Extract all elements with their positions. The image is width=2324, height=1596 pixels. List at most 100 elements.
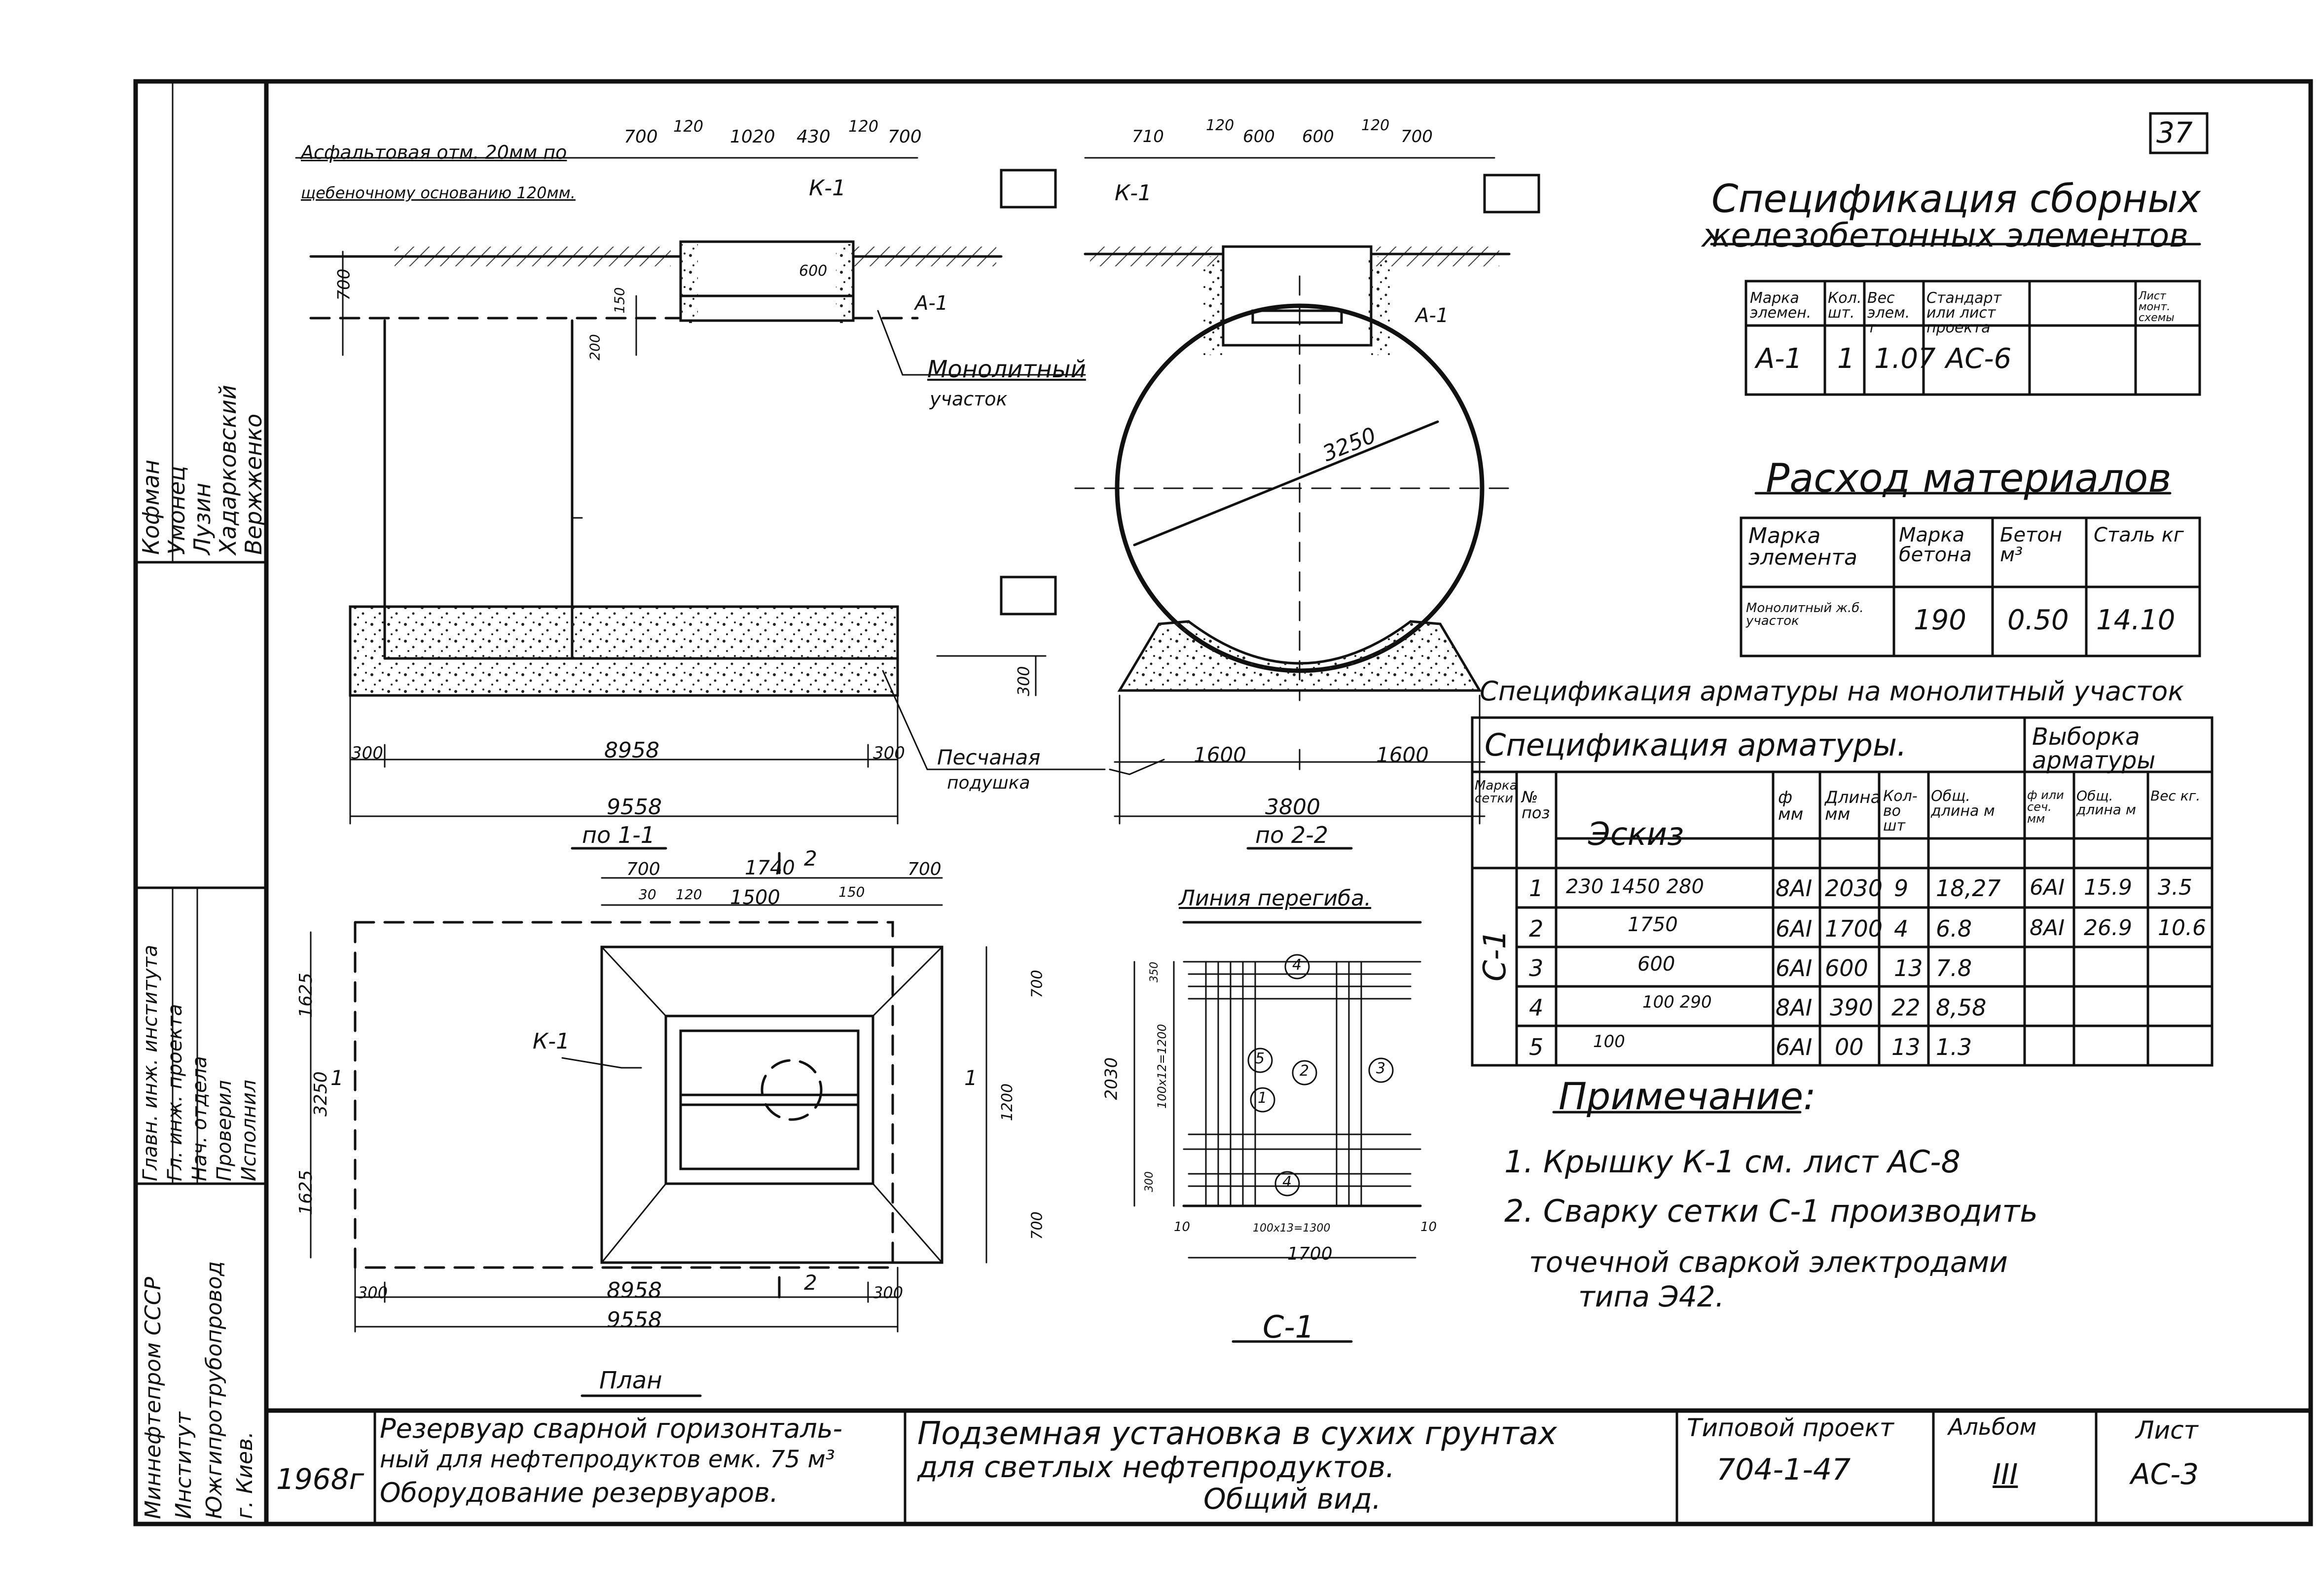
name-entry: Хадарковский bbox=[215, 385, 241, 555]
note-line: типа Э42. bbox=[1578, 1280, 1725, 1313]
rebar-h8: Общ. длина м bbox=[2076, 788, 2136, 818]
rebar-title: Спецификация арматуры на монолитный учас… bbox=[1480, 676, 2184, 707]
org-line: Институт bbox=[171, 1412, 196, 1519]
sand-label: Песчаная bbox=[937, 745, 1041, 769]
rebar-total: 7.8 bbox=[1936, 955, 1972, 981]
dim: 120 bbox=[676, 886, 702, 903]
pos-label: 5 bbox=[1255, 1050, 1265, 1067]
title-object: ный для нефтепродуктов емк. 75 м³ bbox=[380, 1446, 835, 1473]
cut-mark: 2 bbox=[804, 1270, 817, 1295]
sand-label: подушка bbox=[947, 773, 1030, 793]
dim: 700 bbox=[908, 859, 942, 879]
sheet-value: АС-3 bbox=[2131, 1457, 2199, 1491]
rebar-d: 6АI bbox=[1776, 915, 1813, 942]
pos-label: 2 bbox=[1300, 1062, 1309, 1080]
album-value: III bbox=[1993, 1457, 2018, 1491]
materials-header-2: Марка бетона bbox=[1899, 524, 1972, 566]
dim: 120 bbox=[848, 117, 879, 136]
dim: 700 bbox=[334, 268, 354, 301]
materials-header-1: Марка элемента bbox=[1748, 523, 1857, 570]
materials-cell: Монолитный ж.б. участок bbox=[1746, 601, 1864, 628]
dim: 10 bbox=[1174, 1220, 1191, 1234]
dim: 300 bbox=[1014, 666, 1033, 696]
rebar-h9: Вес кг. bbox=[2150, 788, 2201, 804]
rebar-total: 1.3 bbox=[1936, 1034, 1972, 1060]
dim: 710 bbox=[1132, 127, 1164, 146]
dim: 120 bbox=[1361, 117, 1390, 134]
dim: 100x12=1200 bbox=[1155, 1024, 1169, 1109]
dim: 1600 bbox=[1376, 743, 1429, 767]
a1-label: А-1 bbox=[1416, 304, 1449, 327]
album-label: Альбом bbox=[1948, 1414, 2037, 1440]
dim: 700 bbox=[888, 127, 922, 147]
title-object: Резервуар сварной горизонталь- bbox=[380, 1413, 843, 1444]
dim: 700 bbox=[1028, 1211, 1046, 1240]
dim: 1740 bbox=[745, 857, 795, 879]
asphalt-note: Асфальтовая отм. 20мм по bbox=[301, 142, 567, 163]
materials-header-4: Сталь кг bbox=[2094, 524, 2184, 546]
materials-cell: 0.50 bbox=[2007, 604, 2069, 636]
rebar-h5: Кол-во шт bbox=[1883, 788, 1918, 834]
rebar-sd: 8АI bbox=[2030, 915, 2065, 941]
dim: 300 bbox=[873, 1283, 904, 1302]
org-line: Южгипротрубопровод bbox=[202, 1261, 227, 1519]
dim: 1625 bbox=[295, 1170, 316, 1215]
name-entry: Умонец bbox=[163, 466, 190, 555]
outer-frame bbox=[133, 79, 2313, 1526]
dim: 9558 bbox=[607, 795, 662, 820]
dim: 1020 bbox=[730, 127, 775, 147]
spec-header-3: Вес элем. т bbox=[1867, 290, 1910, 336]
rebar-h0: Марка сетки bbox=[1475, 778, 1518, 806]
rebar-d: 6АI bbox=[1776, 1034, 1813, 1060]
dim: 10 bbox=[1420, 1220, 1437, 1234]
title-object: Оборудование резервуаров. bbox=[380, 1477, 779, 1508]
name-entry: Лузин bbox=[189, 482, 216, 555]
dim: 1500 bbox=[730, 886, 780, 909]
role-entry: Нач. отдела bbox=[188, 1056, 211, 1181]
mesh-caption: С-1 bbox=[1263, 1309, 1315, 1345]
rebar-d: 6АI bbox=[1776, 955, 1813, 981]
rebar-len: 600 bbox=[1825, 955, 1868, 981]
spec-title-1: Спецификация сборных bbox=[1711, 177, 2201, 221]
rebar-qty: 13 bbox=[1894, 955, 1923, 981]
pos-label: 4 bbox=[1282, 1173, 1292, 1191]
sheet-label: Лист bbox=[2136, 1416, 2198, 1445]
materials-title: Расход материалов bbox=[1766, 455, 2172, 501]
k1-label: К-1 bbox=[809, 176, 846, 201]
rebar-h4: Длина мм bbox=[1825, 788, 1881, 824]
title-drawing: Общий вид. bbox=[1203, 1482, 1381, 1516]
k1-label: К-1 bbox=[533, 1029, 570, 1054]
dim: 1625 bbox=[295, 973, 316, 1018]
bend-line-label: Линия перегиба. bbox=[1179, 886, 1372, 911]
dim: 8958 bbox=[604, 738, 659, 763]
spec-cell: АС-6 bbox=[1946, 343, 2012, 375]
pos-label: 4 bbox=[1292, 956, 1302, 974]
dim: 2030 bbox=[1101, 1057, 1122, 1100]
dim: 1200 bbox=[999, 1083, 1017, 1122]
rebar-group-right: Выборка арматуры bbox=[2032, 723, 2156, 774]
cut-mark: 2 bbox=[804, 846, 817, 871]
a1-label: А-1 bbox=[915, 292, 948, 315]
rebar-len: 2030 bbox=[1825, 875, 1883, 902]
cut-mark: 1 bbox=[330, 1066, 344, 1090]
rebar-sketch: 100 290 bbox=[1642, 992, 1712, 1012]
dim: 200 bbox=[586, 334, 603, 361]
project-value: 704-1-47 bbox=[1716, 1452, 1851, 1487]
org-line: г. Киев. bbox=[232, 1431, 257, 1519]
dim: 700 bbox=[626, 859, 660, 879]
rebar-group-left: Спецификация арматуры. bbox=[1485, 727, 1907, 763]
spec-cell: 1.07 bbox=[1874, 343, 1936, 375]
pos-label: 1 bbox=[1258, 1089, 1268, 1107]
role-entry: Гл. инж. проекта bbox=[164, 1004, 186, 1182]
rebar-sw: 3.5 bbox=[2158, 875, 2192, 900]
small-val: 600 bbox=[799, 262, 828, 280]
roles-block: Главн. инж. института Гл. инж. проекта Н… bbox=[138, 945, 261, 1181]
k1-label: К-1 bbox=[1115, 181, 1152, 206]
spec-header-5: Лист монт. схемы bbox=[2139, 290, 2175, 324]
rebar-d: 8АI bbox=[1776, 994, 1813, 1021]
dim: 350 bbox=[1148, 962, 1161, 982]
note-line: точечной сваркой электродами bbox=[1529, 1245, 2008, 1279]
dim: 300 bbox=[358, 1283, 388, 1302]
rebar-len: 1700 bbox=[1825, 915, 1883, 942]
names-block: Кофман Умонец Лузин Хадарковский Вержжен… bbox=[138, 385, 267, 555]
